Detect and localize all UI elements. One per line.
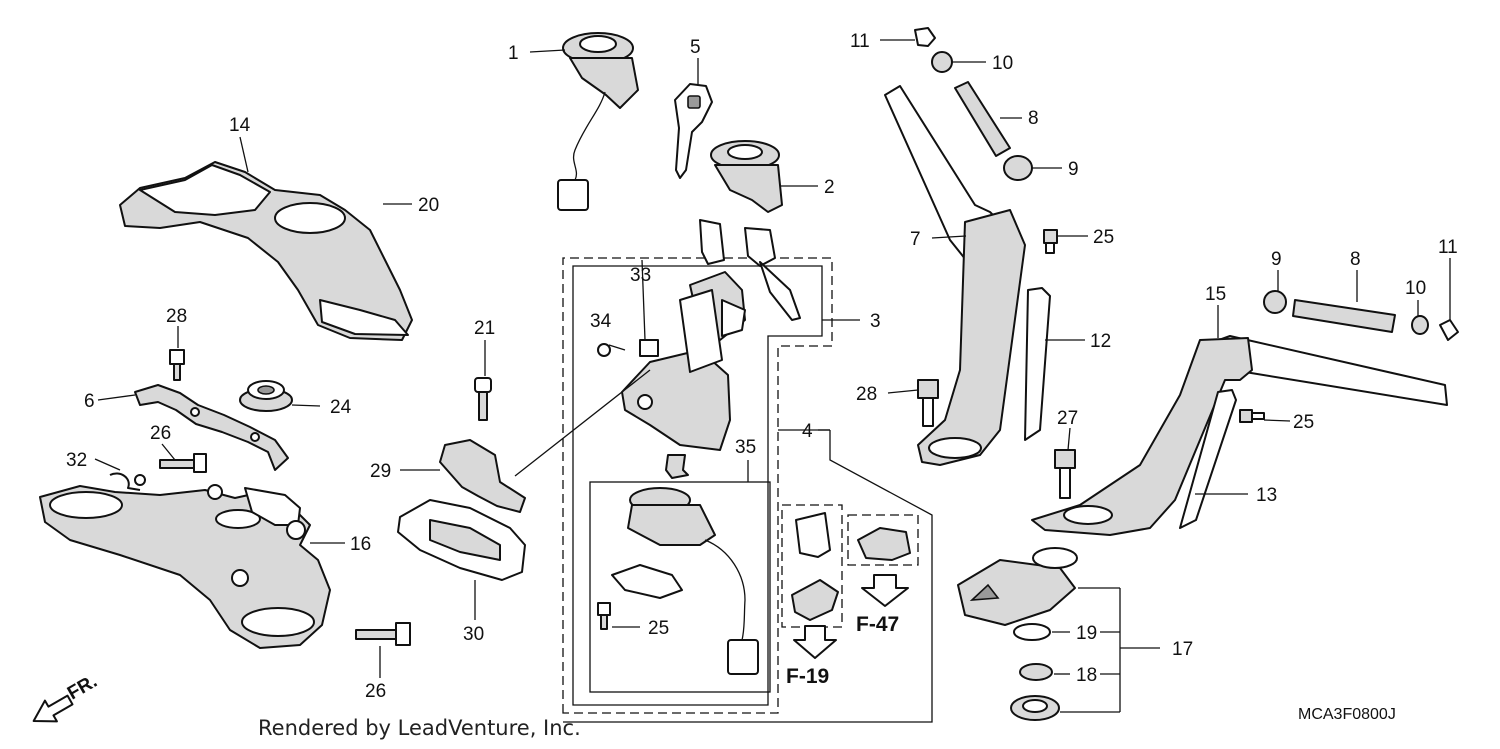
part-27-bolt	[169, 349, 185, 381]
leader-lines	[94, 39, 1451, 713]
part-25-screw-top	[1043, 229, 1058, 254]
callout-25b: 25	[1293, 412, 1314, 433]
assembly-box-35	[589, 481, 771, 693]
part-13-bracket	[1179, 389, 1237, 529]
callout-9a: 9	[1068, 159, 1079, 180]
figure-code: MCA3F0800J	[1298, 706, 1396, 723]
part-25-screw-right	[1239, 409, 1265, 423]
callout-17: 17	[1172, 639, 1193, 660]
callout-10: 10	[1405, 278, 1426, 299]
callout-9: 9	[1271, 249, 1282, 270]
part-3-ignition-assembly	[597, 219, 801, 479]
part-26-bolt-lower	[355, 622, 411, 646]
callout-11a: 11	[850, 31, 870, 52]
callout-16: 16	[350, 534, 371, 555]
callout-34: 34	[590, 311, 612, 332]
callout-20: 20	[418, 195, 439, 216]
callout-3: 3	[870, 311, 881, 332]
callout-19: 19	[1076, 623, 1097, 644]
part-19-o-ring	[1013, 623, 1051, 641]
part-1-ignition-switch	[557, 32, 639, 211]
callout-1: 1	[508, 43, 519, 64]
part-35-switch	[611, 487, 759, 675]
callout-18: 18	[1076, 665, 1097, 686]
part-18-battery	[1019, 663, 1053, 681]
callout-23: 24	[330, 397, 352, 418]
part-28-bolt-right	[1054, 449, 1076, 499]
callout-33: 33	[630, 265, 651, 286]
callout-15: 15	[1205, 284, 1226, 305]
part-9-nut-top	[1003, 155, 1033, 181]
part-9-nut-right	[1263, 290, 1287, 314]
part-15-handlebar-right	[1031, 335, 1448, 536]
callout-14: 14	[229, 115, 251, 136]
part-5-key	[674, 83, 713, 179]
assembly-box-4	[563, 429, 933, 723]
part-7-handlebar-left	[884, 85, 1026, 466]
part-10-collar-right	[1411, 315, 1429, 335]
callout-13: 13	[1256, 485, 1277, 506]
part-23-nut	[239, 380, 293, 412]
callout-8: 8	[1350, 249, 1361, 270]
callout-12: 12	[1090, 331, 1111, 352]
callout-5: 5	[690, 37, 701, 58]
part-14-cover	[119, 161, 413, 341]
part-10-collar-top	[931, 51, 953, 73]
callout-30: 30	[463, 624, 484, 645]
callout-11: 11	[1438, 237, 1458, 258]
part-21-bolt	[474, 377, 492, 421]
part-6-wire-clamp	[134, 384, 289, 471]
part-8-pin-top	[954, 81, 1011, 157]
part-24-screw	[597, 602, 611, 630]
assembly-box-3	[562, 257, 860, 714]
part-28-bolt-left	[917, 379, 939, 427]
credit-text: Rendered by LeadVenture, Inc.	[258, 716, 581, 740]
ref-f47: F-47	[856, 613, 899, 636]
part-8-pin-right	[1292, 299, 1396, 333]
callout-29: 29	[370, 461, 391, 482]
ref-box-f47	[847, 514, 919, 607]
callout-10a: 10	[992, 53, 1013, 74]
part-32-clip	[109, 472, 146, 491]
part-30-bracket	[397, 499, 526, 581]
part-17-case	[1010, 695, 1060, 721]
callout-8a: 8	[1028, 108, 1039, 129]
part-29-bracket	[439, 439, 526, 513]
part-2-lock-cylinder	[710, 140, 783, 213]
callout-6: 6	[84, 391, 95, 412]
callout-labels: 1 5 2 14 20 28 6 24 26 32 16 26 21 29 30…	[66, 31, 1458, 702]
callout-28a: 28	[856, 384, 877, 405]
part-16-top-bridge	[39, 484, 331, 649]
ref-f19: F-19	[786, 665, 829, 688]
callout-25a: 25	[1093, 227, 1114, 248]
callout-32: 32	[66, 450, 87, 471]
callout-35: 35	[735, 437, 756, 458]
callout-26a: 26	[150, 423, 171, 444]
callout-2: 2	[824, 177, 835, 198]
part-12-bracket	[1024, 287, 1051, 441]
part-17-key-fob	[957, 547, 1078, 626]
callout-27: 28	[166, 306, 187, 327]
part-11-clip-top	[914, 27, 936, 47]
callout-24-label: 25	[648, 618, 669, 639]
callout-21: 21	[474, 318, 495, 339]
part-11-clip-right	[1439, 319, 1459, 341]
callout-4: 4	[802, 421, 813, 442]
front-arrow-icon	[32, 694, 74, 723]
callout-28: 27	[1057, 408, 1078, 429]
callout-7: 7	[910, 229, 921, 250]
callout-26: 26	[365, 681, 386, 702]
part-26-bolt-upper	[159, 453, 207, 473]
ref-box-f19	[781, 504, 843, 659]
